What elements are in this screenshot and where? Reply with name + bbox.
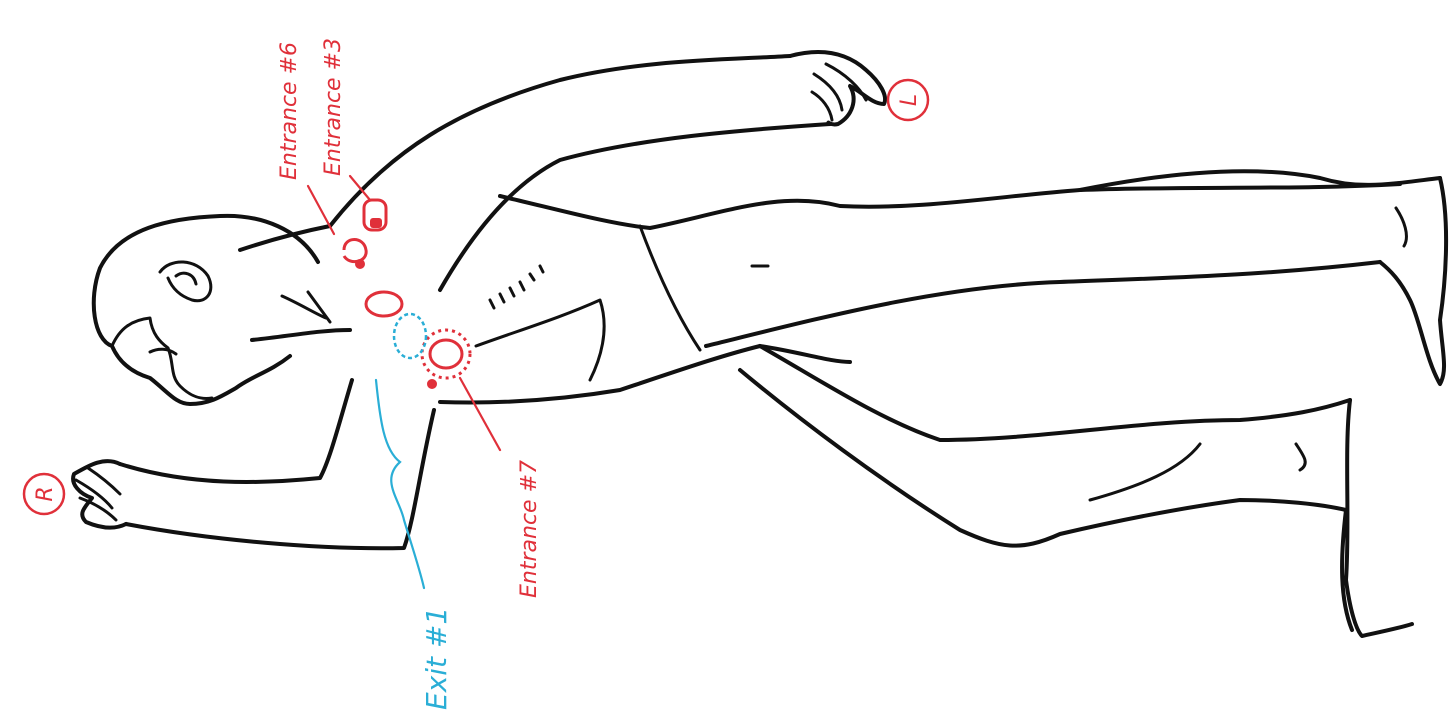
wound-entrance-7-dot: [427, 379, 437, 389]
label-entrance-7-text: Entrance #7: [517, 460, 542, 598]
label-entrance-3: Entrance #3: [321, 38, 346, 176]
hip-line: [640, 226, 700, 350]
ear-inner: [176, 273, 196, 284]
wound-upper-shoulder-core: [370, 218, 382, 228]
upper-ankle: [1396, 208, 1406, 246]
wound-exit-1: [394, 314, 426, 358]
chest-contour: [476, 300, 604, 380]
head-outline: [94, 216, 318, 404]
lower-foot: [1342, 400, 1412, 636]
left-hand-outline: [790, 52, 885, 124]
label-entrance-3-text: Entrance #3: [321, 38, 346, 176]
lower-ankle: [1296, 444, 1305, 470]
torso-bottom: [440, 346, 850, 403]
wound-entrance-7: [430, 340, 462, 368]
torso-top: [500, 184, 1400, 228]
upper-arm-top: [330, 56, 790, 226]
upper-leg-bottom: [706, 262, 1380, 346]
label-entrance-6-text: Entrance #6: [277, 42, 302, 180]
upper-foot: [1380, 178, 1446, 384]
wound-clavicle: [344, 240, 366, 262]
neck-lower: [252, 330, 350, 340]
upper-arm-bottom: [440, 124, 830, 290]
marker-right-text: R: [33, 486, 58, 501]
lower-leg-bottom: [740, 370, 1346, 546]
knee-contour: [1090, 444, 1200, 500]
lower-arm-top: [120, 380, 352, 482]
leader-entrance-7: [460, 378, 500, 450]
wound-clavicle-core: [355, 259, 365, 269]
label-entrance-6: Entrance #6: [277, 42, 302, 180]
marker-right: R: [24, 474, 64, 514]
wound-entrance-6: [366, 292, 402, 316]
marker-left-text: L: [897, 94, 922, 106]
collarbone-line: [282, 292, 330, 322]
entrance-wounds: [344, 200, 470, 389]
eye-line: [150, 349, 176, 354]
chest-marks: [490, 266, 543, 308]
ear-outline: [160, 262, 211, 301]
marker-left: L: [888, 80, 928, 120]
label-exit-1-text: Exit #1: [420, 607, 453, 710]
label-exit-1: Exit #1: [420, 607, 453, 710]
label-entrance-7: Entrance #7: [517, 460, 542, 598]
